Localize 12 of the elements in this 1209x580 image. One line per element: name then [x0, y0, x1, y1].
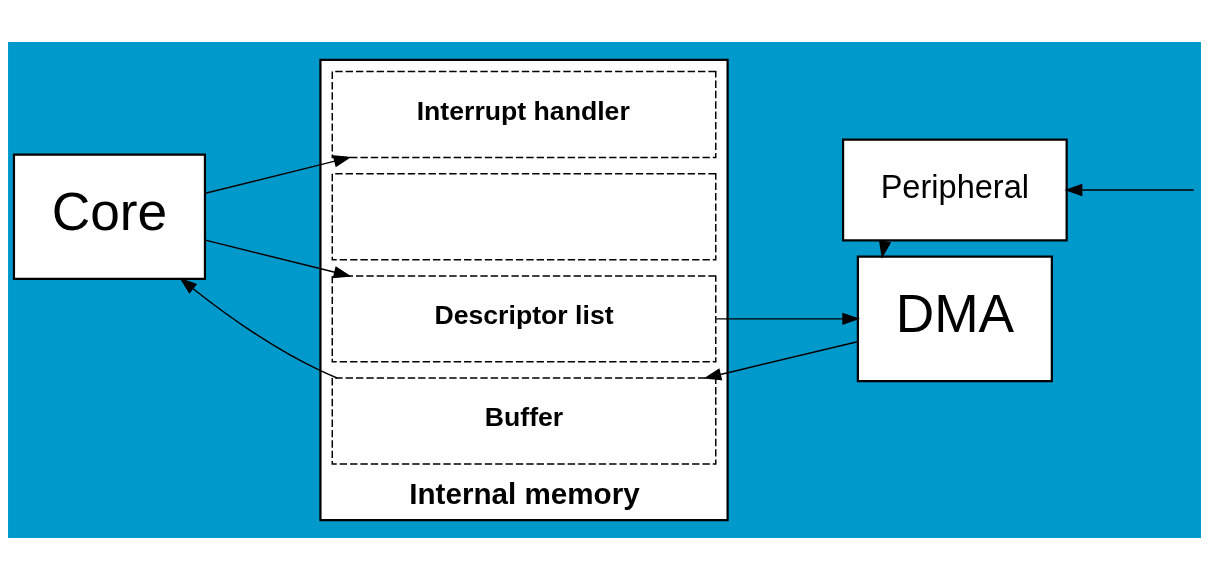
- node-box: Descriptor list: [331, 275, 717, 363]
- arrow: [179, 277, 338, 379]
- node-box: Buffer: [331, 377, 717, 465]
- arrow: [715, 312, 861, 326]
- node-box: [331, 173, 717, 261]
- node-box: Interrupt handler: [331, 70, 717, 159]
- arrow: [703, 341, 859, 381]
- node-box: Core: [12, 153, 207, 280]
- arrow: [1064, 183, 1195, 197]
- arrow: [204, 239, 352, 279]
- node-box: DMA: [856, 255, 1053, 383]
- arrow: [204, 155, 352, 194]
